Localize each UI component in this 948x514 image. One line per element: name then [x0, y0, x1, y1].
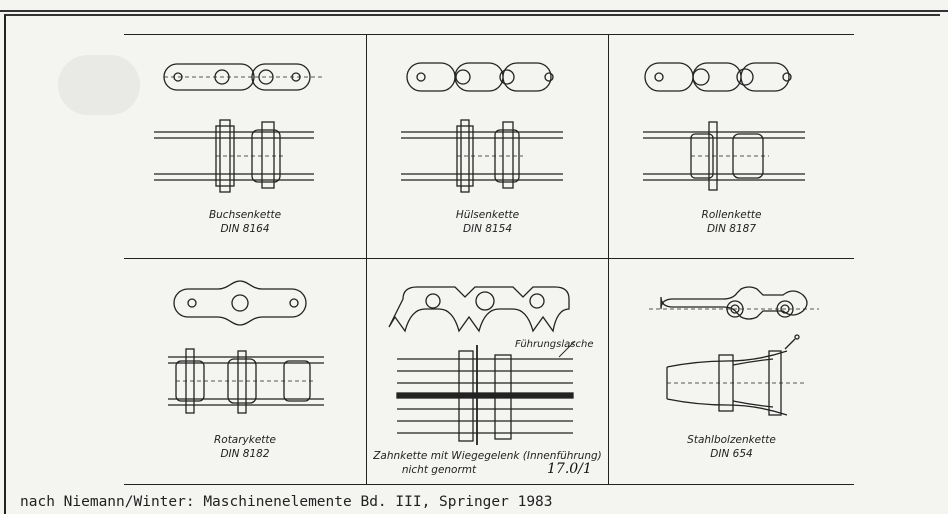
zahnkette-drawing [388, 286, 576, 445]
chain-standard-buchsenkette: DIN 8164 [220, 223, 270, 235]
cell-rollenkette: Rollenkette DIN 8187 [609, 34, 854, 258]
rollenkette-drawing [643, 62, 805, 191]
cell-stahlbolzenkette: Stahlbolzenkette DIN 654 [609, 259, 854, 484]
faded-logo [58, 55, 140, 115]
chain-standard-huelsenkette: DIN 8154 [462, 223, 513, 235]
handwritten-note: 17.0/1 [547, 461, 592, 477]
cell-rotarykette: Rotarykette DIN 8182 [124, 259, 366, 484]
source-citation: nach Niemann/Winter: Maschinenelemente B… [20, 494, 553, 510]
chain-name-buchsenkette: Buchsenkette [208, 209, 282, 221]
chain-standard-rotarykette: DIN 8182 [220, 448, 270, 460]
huelsenkette-drawing [401, 62, 563, 193]
cell-zahnkette: Führungslasche Zahnkette mit Wiegegelenk… [367, 259, 608, 484]
chain-standard-stahlbolzenkette: DIN 654 [710, 448, 753, 460]
chain-name-rollenkette: Rollenkette [701, 209, 762, 221]
chain-name-zahnkette: Zahnkette mit Wiegegelenk (Innenführung) [373, 450, 602, 462]
chain-name-stahlbolzenkette: Stahlbolzenkette [687, 434, 776, 446]
chain-name-rotarykette: Rotarykette [213, 434, 277, 446]
grid-line-middle [124, 258, 854, 259]
grid-line-vertical-2 [608, 34, 609, 484]
buchsenkette-drawing [154, 63, 324, 193]
rotarykette-drawing [168, 280, 324, 414]
cell-huelsenkette: Hülsenkette DIN 8154 [367, 34, 608, 258]
grid-line-vertical-1 [366, 34, 367, 484]
grid-line-top [124, 34, 854, 35]
fuehrungslasche-annotation: Führungslasche [515, 339, 594, 350]
grid-line-bottom [124, 484, 854, 485]
chain-standard-rollenkette: DIN 8187 [706, 223, 757, 235]
chain-standard-zahnkette: nicht genormt [401, 464, 477, 476]
chain-name-huelsenkette: Hülsenkette [455, 209, 520, 221]
stahlbolzenkette-drawing [649, 286, 819, 416]
cell-buchsenkette: Buchsenkette DIN 8164 [124, 34, 366, 258]
page-top-border [0, 10, 948, 12]
figure-frame [4, 14, 940, 514]
